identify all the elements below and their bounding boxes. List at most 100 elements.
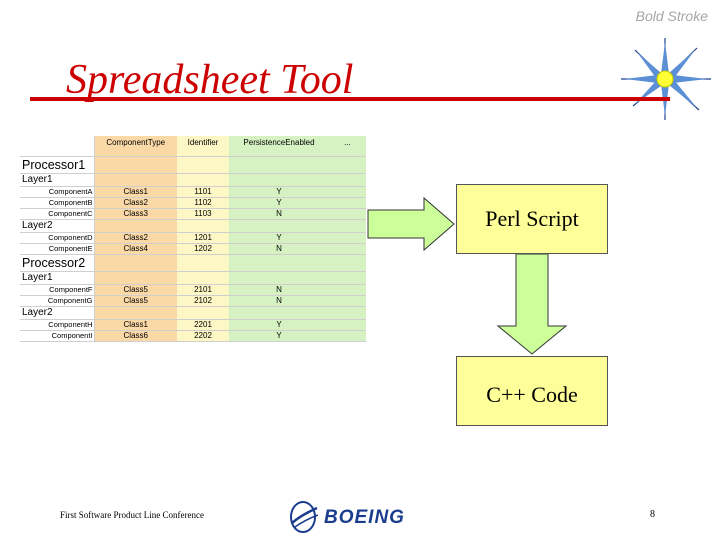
component-type-cell: Class5 <box>94 284 177 296</box>
extra-cell <box>329 319 366 331</box>
persistence-cell: Y <box>229 186 329 198</box>
extra-cell <box>329 330 366 342</box>
boeing-logo: BOEING <box>290 501 405 533</box>
component-type-cell <box>94 306 177 320</box>
row-label-cell: ComponentH <box>20 319 95 331</box>
row-label-cell: Layer2 <box>20 306 95 320</box>
persistence-cell <box>229 271 329 285</box>
table-row-layer1: Layer1 <box>20 271 366 285</box>
identifier-cell <box>177 306 229 320</box>
persistence-cell: Y <box>229 197 329 209</box>
extra-cell <box>329 197 366 209</box>
extra-cell <box>329 173 366 187</box>
extra-cell <box>329 219 366 233</box>
row-label-cell: Processor2 <box>20 254 95 272</box>
extra-cell <box>329 284 366 296</box>
persistence-cell: N <box>229 243 329 255</box>
component-type-cell: Class2 <box>94 197 177 209</box>
extra-cell <box>329 271 366 285</box>
persistence-cell: Y <box>229 330 329 342</box>
identifier-cell: 2102 <box>177 295 229 307</box>
header-cell-blank <box>20 136 95 157</box>
identifier-cell: 1103 <box>177 208 229 220</box>
row-label-cell: ComponentA <box>20 186 95 198</box>
component-type-cell <box>94 271 177 285</box>
component-type-cell: Class2 <box>94 232 177 244</box>
component-type-cell: Class1 <box>94 319 177 331</box>
extra-cell <box>329 232 366 244</box>
component-type-cell: Class3 <box>94 208 177 220</box>
row-label-cell: Layer2 <box>20 219 95 233</box>
component-type-cell: Class6 <box>94 330 177 342</box>
component-type-cell: Class1 <box>94 186 177 198</box>
cpp-code-box: C++ Code <box>456 356 608 426</box>
row-label-cell: ComponentE <box>20 243 95 255</box>
row-label-cell: ComponentG <box>20 295 95 307</box>
brand-label: Bold Stroke <box>635 8 708 24</box>
slide-title: Spreadsheet Tool <box>66 57 354 103</box>
extra-cell <box>329 243 366 255</box>
persistence-cell: Y <box>229 319 329 331</box>
extra-cell <box>329 186 366 198</box>
header-cell-identifier: Identifier <box>177 136 229 157</box>
persistence-cell <box>229 156 329 174</box>
identifier-cell: 1201 <box>177 232 229 244</box>
identifier-cell: 1102 <box>177 197 229 209</box>
row-label-cell: ComponentF <box>20 284 95 296</box>
identifier-cell <box>177 156 229 174</box>
identifier-cell <box>177 219 229 233</box>
row-label-cell: ComponentB <box>20 197 95 209</box>
table-row-processor2: Processor2 <box>20 254 366 272</box>
component-type-cell <box>94 173 177 187</box>
component-type-cell <box>94 156 177 174</box>
persistence-cell <box>229 173 329 187</box>
persistence-cell: N <box>229 208 329 220</box>
table-row-layer2: Layer2 <box>20 306 366 320</box>
identifier-cell: 2101 <box>177 284 229 296</box>
header-cell-component-type: ComponentType <box>94 136 177 157</box>
identifier-cell <box>177 271 229 285</box>
table-row-layer2: Layer2 <box>20 219 366 233</box>
persistence-cell: Y <box>229 232 329 244</box>
identifier-cell: 1101 <box>177 186 229 198</box>
row-label-cell: Layer1 <box>20 173 95 187</box>
table-row-layer1: Layer1 <box>20 173 366 187</box>
identifier-cell <box>177 173 229 187</box>
extra-cell <box>329 254 366 272</box>
identifier-cell <box>177 254 229 272</box>
row-label-cell: Processor1 <box>20 156 95 174</box>
conference-label: First Software Product Line Conference <box>60 510 204 520</box>
spreadsheet-header-row: ComponentType Identifier PersistenceEnab… <box>20 136 366 157</box>
header-cell-more: ... <box>329 136 366 157</box>
spreadsheet: ComponentType Identifier PersistenceEnab… <box>20 136 366 342</box>
page-number: 8 <box>650 509 655 520</box>
persistence-cell <box>229 306 329 320</box>
component-type-cell <box>94 254 177 272</box>
component-type-cell: Class4 <box>94 243 177 255</box>
table-row-processor1: Processor1 <box>20 156 366 174</box>
persistence-cell: N <box>229 284 329 296</box>
persistence-cell: N <box>229 295 329 307</box>
component-type-cell <box>94 219 177 233</box>
down-arrow <box>496 253 568 355</box>
persistence-cell <box>229 254 329 272</box>
spreadsheet-body: ComponentType Identifier PersistenceEnab… <box>20 136 366 342</box>
extra-cell <box>329 295 366 307</box>
row-label-cell: Layer1 <box>20 271 95 285</box>
persistence-cell <box>229 219 329 233</box>
row-label-cell: ComponentD <box>20 232 95 244</box>
boeing-logo-text: BOEING <box>324 507 405 528</box>
header-cell-persistence-enabled: PersistenceEnabled <box>229 136 329 157</box>
component-type-cell: Class5 <box>94 295 177 307</box>
title-underline <box>30 97 670 101</box>
